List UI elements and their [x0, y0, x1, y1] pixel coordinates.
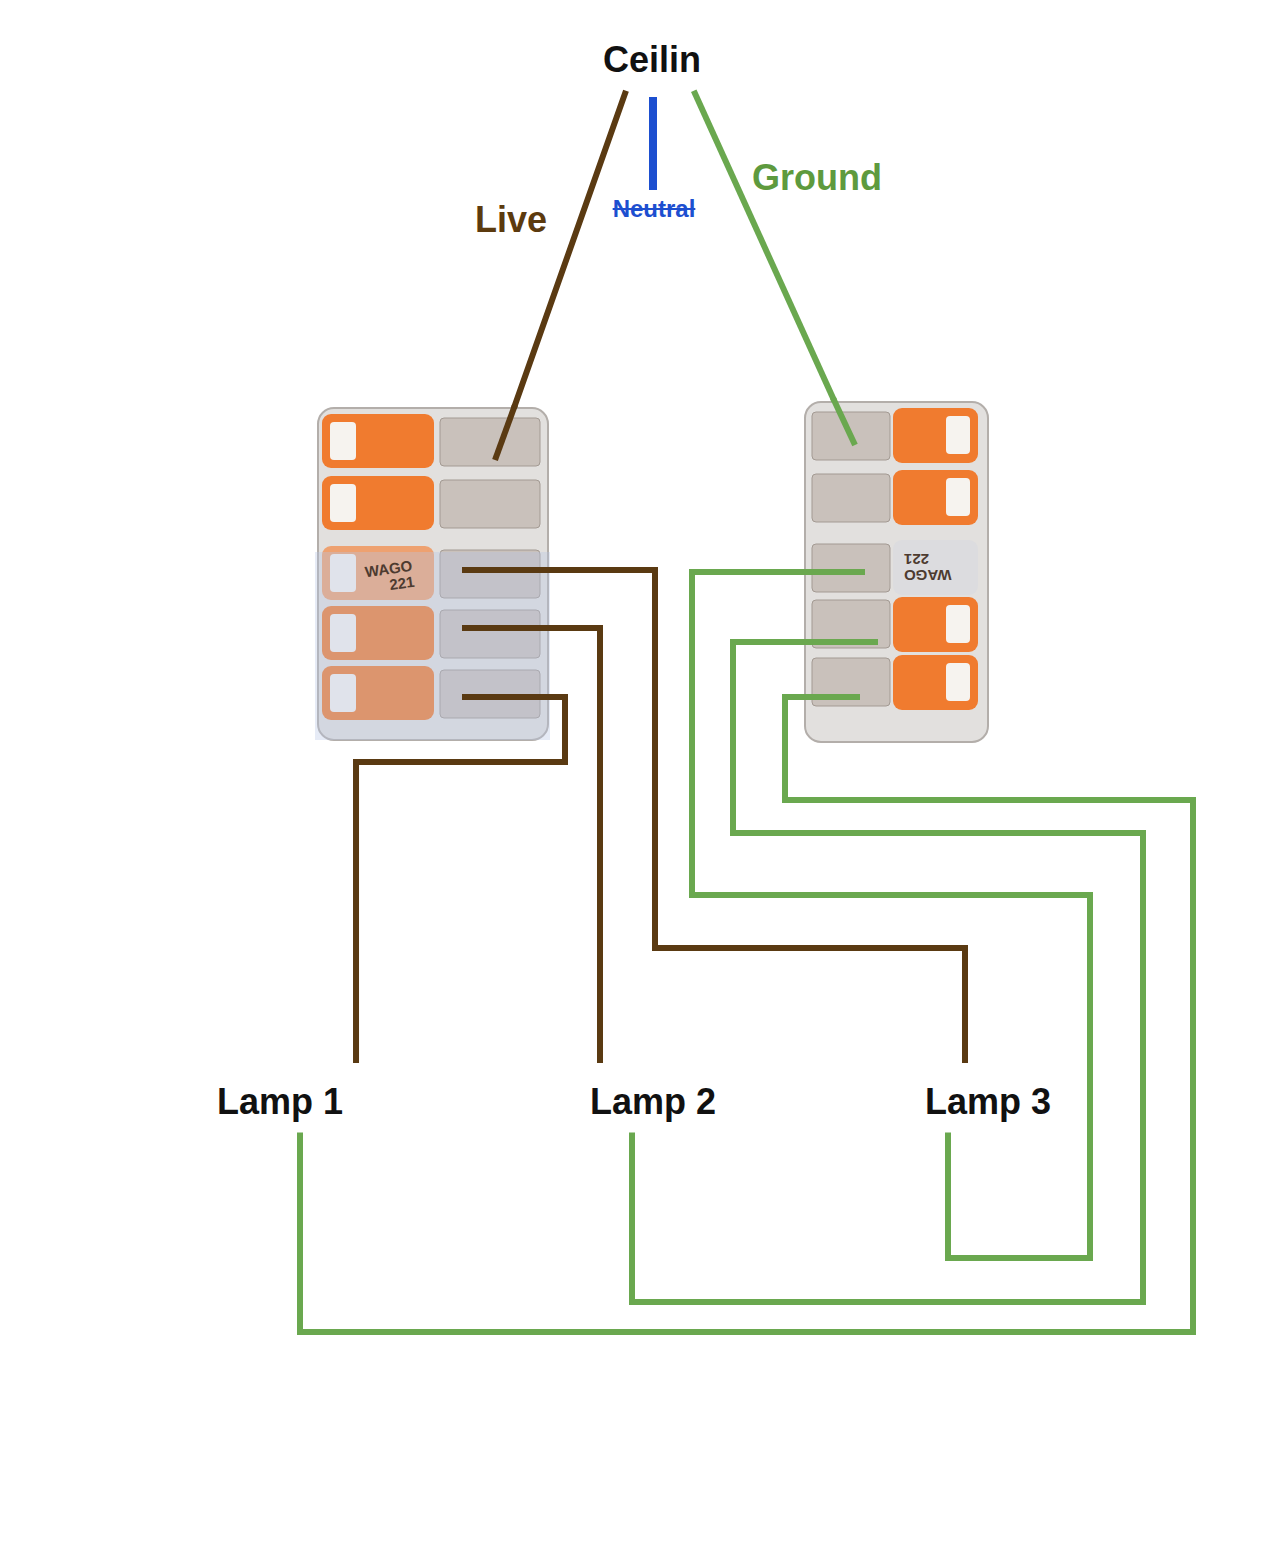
connector-brand: WAGO 221	[904, 551, 952, 583]
wago-connector: WAGO 221	[315, 405, 550, 740]
ground-stub	[803, 639, 878, 645]
connector-port	[812, 474, 890, 522]
lamp-box: Lamp 3	[909, 1060, 1067, 1136]
wire	[632, 642, 1143, 1302]
ceiling-label: Ceilin	[603, 40, 701, 80]
neutral-label: Neutral	[613, 196, 696, 222]
ground-stub	[803, 569, 865, 575]
lever-inset	[330, 484, 356, 522]
live-stub	[495, 405, 515, 460]
connector-lever	[893, 408, 978, 463]
connector-lever	[893, 597, 978, 652]
photo-highlight	[315, 552, 550, 740]
connector-port	[440, 480, 540, 528]
connector-brand: WAGO 221	[364, 558, 415, 596]
live-stub	[462, 694, 550, 700]
connector-port	[440, 418, 540, 466]
wire	[550, 628, 600, 1060]
wire-label: Ground	[752, 158, 882, 198]
lever-inset	[946, 605, 970, 643]
live-stub	[462, 625, 550, 631]
wago-connector: WAGO 221	[803, 398, 991, 742]
lever-inset	[330, 422, 356, 460]
lamp-label: Lamp 1	[217, 1082, 343, 1122]
wire-stubs	[462, 398, 878, 697]
ground-stub	[833, 398, 855, 445]
lamp-box: Lamp 2	[574, 1060, 732, 1136]
neutral-wire	[649, 97, 657, 190]
lamp-label: Lamp 2	[590, 1082, 716, 1122]
wire-label: Live	[475, 200, 547, 240]
wago-connector-body	[315, 408, 550, 740]
wire	[515, 94, 625, 405]
ceiling-box: Ceilin	[597, 36, 707, 94]
wire	[695, 94, 833, 398]
wire	[300, 697, 1193, 1332]
connector-port	[812, 544, 890, 592]
lever-inset	[946, 478, 970, 516]
connector-lever	[893, 655, 978, 710]
lever-inset	[946, 663, 970, 701]
lamp-box: Lamp 1	[201, 1060, 359, 1136]
connector-lever	[893, 540, 978, 595]
wire	[356, 697, 565, 1060]
connector-lever	[322, 414, 434, 468]
live-stub	[462, 567, 550, 573]
wire	[692, 572, 1090, 1258]
ground-stub	[803, 694, 860, 700]
lamp-label: Lamp 3	[925, 1082, 1051, 1122]
lever-inset	[946, 416, 970, 454]
connector-lever	[893, 470, 978, 525]
connector-lever	[322, 476, 434, 530]
